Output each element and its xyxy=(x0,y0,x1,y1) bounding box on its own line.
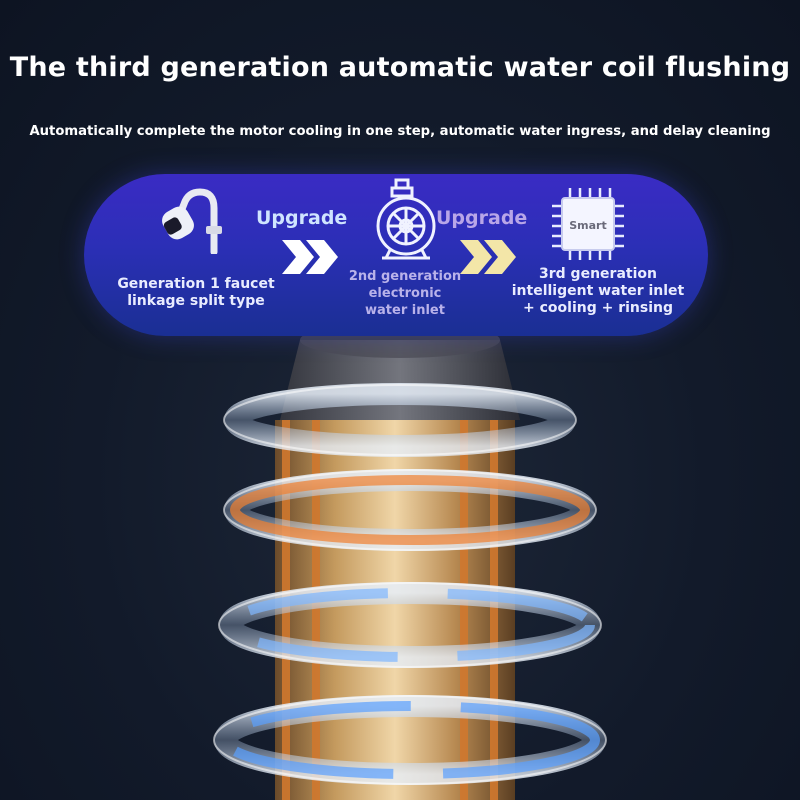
pump-icon xyxy=(376,178,436,260)
double-chevron-icon xyxy=(282,240,338,274)
upgrade-label-1: Upgrade xyxy=(256,207,348,229)
motor-coil-illustration xyxy=(213,330,607,800)
faucet-icon xyxy=(162,188,222,254)
upgrade-label-2: Upgrade xyxy=(436,207,528,229)
gen3-label: 3rd generation intelligent water inlet +… xyxy=(511,266,685,316)
gen1-label: Generation 1 faucet linkage split type xyxy=(117,276,275,309)
gen2-label: 2nd generation electronic water inlet xyxy=(348,269,462,318)
page-subtitle: Automatically complete the motor cooling… xyxy=(29,124,771,139)
page-title: The third generation automatic water coi… xyxy=(9,52,791,83)
smart-chip-icon xyxy=(552,188,624,260)
chip-label: Smart xyxy=(569,219,607,232)
double-chevron-icon xyxy=(460,240,516,274)
